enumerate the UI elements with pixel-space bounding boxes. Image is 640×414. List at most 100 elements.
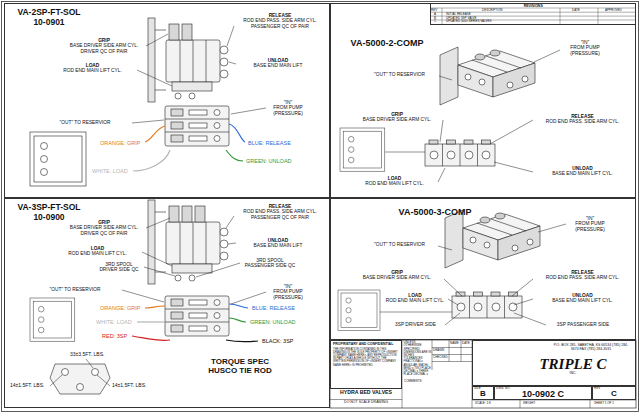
- node-title: VA-5000-3-COMP: [389, 207, 481, 217]
- leader-lines: [380, 224, 566, 325]
- label-slot: HUSCO TIE ROD: [192, 367, 288, 376]
- callout-text: BASE DRIVER SIDE ARM CYL. DRIVER QC OF P…: [64, 43, 144, 54]
- revision-cell-text: B: [434, 17, 436, 20]
- label-slot: FROM PUMP (PRESSURE): [562, 45, 608, 56]
- revision-cell-text: C: [434, 20, 436, 23]
- revision-cell-text: APPROVED: [605, 9, 622, 12]
- node-text: THE INFORMATION CONTAINED IN THIS DRAWIN…: [333, 348, 399, 367]
- revision-cell-text: DESCRIPTION: [482, 9, 503, 12]
- label-slot: UNLOAD: [238, 58, 318, 63]
- valve-bottom-view: [165, 106, 229, 146]
- label-slot: CHECKED: [433, 356, 448, 359]
- label-slot: "OUT" TO RESERVIOR: [40, 120, 130, 125]
- callout-heading: RELEASE: [236, 204, 324, 209]
- callout-text: "IN": [268, 100, 308, 105]
- mount-plate: [340, 128, 385, 171]
- node-title: VA-5000-2-COMP: [341, 38, 433, 48]
- torque-spec-heading: HUSCO TIE ROD: [192, 367, 288, 376]
- torque-value: 33±3.5FT. LBS.: [70, 352, 104, 358]
- label-slot: BASE END MAIN LIFT: [238, 243, 318, 248]
- callout-text: "OUT" TO RESERVIOR: [362, 72, 437, 77]
- callout-heading: RELEASE: [535, 114, 630, 119]
- callout-text: ROD END MAIN LIFT CYL.: [352, 181, 437, 186]
- size-cell: SIZEB: [472, 386, 494, 400]
- label-slot: ORANGE: GRIP: [100, 140, 140, 146]
- label-slot: DO NOT SCALE DRAWING: [332, 401, 400, 405]
- callout-heading: GRIP: [64, 38, 144, 43]
- third-coil: [195, 206, 205, 222]
- label-slot: "OUT" TO RESERVIOR: [362, 72, 437, 77]
- label-slot: WHITE: LOAD: [96, 319, 132, 325]
- label-slot: RELEASE: [236, 204, 324, 209]
- callout-text: ROD END PASS. SIDE ARM CYL.: [535, 275, 630, 280]
- label-slot: C: [434, 20, 436, 23]
- label-slot: GREEN: UNLOAD: [246, 158, 292, 164]
- label-slot: FROM PUMP (PRESSURE): [568, 221, 612, 232]
- title-block-text: WEIGHT:: [523, 402, 536, 405]
- view-panel: VA-2SP-FT-SOL 10-0901: [4, 3, 330, 198]
- label-slot: ROD END PASS. SIDE ARM CYL.: [535, 275, 630, 280]
- wire-color-label: RED: 3SP: [102, 333, 127, 339]
- title-block-frame: [330, 340, 636, 408]
- valve-front-view: [425, 140, 495, 166]
- callout-text: "OUT" TO RESERVIOR: [30, 287, 120, 292]
- label-slot: ROD END MAIN LIFT CYL.: [55, 251, 140, 256]
- node-text: INC.: [533, 372, 613, 376]
- proprietary-note: PROPRIETARY AND CONFIDENTIALTHE INFORMAT…: [330, 340, 402, 389]
- callout-text: 3RD SPOOL DRIVER SIDE QC: [96, 262, 142, 273]
- callout-heading: LOAD: [352, 176, 437, 181]
- node-title: REVISIONS: [431, 5, 635, 9]
- label-slot: GRIP: [352, 112, 442, 117]
- title-block-text: DATE: [462, 342, 470, 345]
- callout-text: FROM PUMP (PRESSURE): [568, 221, 612, 232]
- label-slot: SCALE: 1:8: [475, 402, 491, 405]
- revision-cell-text: UPDATED 3SP VALVE: [446, 17, 477, 20]
- label-slot: ORANGE: GRIP: [100, 305, 140, 311]
- blue-wire: [229, 304, 248, 308]
- node-text: 10-0902 C: [495, 390, 591, 399]
- label-slot: BASE DRIVER SIDE ARM CYL.: [352, 275, 442, 280]
- node-text: C: [593, 390, 635, 398]
- torque-value: 14±1.5FT. LBS.: [112, 383, 146, 389]
- callout-heading: UNLOAD: [238, 238, 318, 243]
- orange-wire: [145, 306, 165, 308]
- callout-heading: UNLOAD: [535, 166, 630, 171]
- label-slot: BLUE: RELEASE: [248, 140, 291, 146]
- label-slot: BASE DRIVER SIDE ARM CYL. DRIVER QC OF P…: [64, 225, 144, 236]
- title-block-text: SCALE: 1:8: [475, 402, 491, 405]
- label-slot: ROD END PASS. SIDE ARM CYL.: [535, 119, 630, 124]
- label-slot: INITIAL RELEASE: [446, 13, 471, 16]
- wire-color-label: GREEN: UNLOAD: [246, 158, 292, 164]
- revision-cell-text: INITIAL RELEASE: [446, 13, 471, 16]
- mount-plate: [30, 298, 75, 341]
- label-slot: 33±3.5FT. LBS.: [70, 352, 104, 358]
- label-slot: "IN": [268, 100, 308, 105]
- callout-heading: RELEASE: [535, 270, 630, 275]
- callout-text: ROD END MAIN LIFT CYL.: [384, 298, 446, 303]
- valve-iso-view: [445, 210, 540, 268]
- label-slot: LOAD: [352, 176, 437, 181]
- label-slot: LOAD: [50, 63, 135, 68]
- label-slot: GRIP: [64, 38, 144, 43]
- label-slot: DIMENSIONS ARE IN INCHES TOLERANCES: FRA…: [404, 351, 432, 376]
- torque-spec-heading: TORQUE SPEC: [192, 358, 288, 367]
- label-slot: BASE DRIVER SIDE ARM CYL.: [352, 117, 442, 122]
- orange-wire: [145, 126, 165, 142]
- label-slot: 3SP PASSENGER SIDE: [548, 322, 618, 327]
- callout-text: "OUT" TO RESERVIOR: [40, 120, 130, 125]
- revision-cell-text: UPDATED 5000 SERIES VALVES: [446, 20, 492, 23]
- black-wire: [226, 340, 258, 342]
- label-slot: ROD END MAIN LIFT CYL.: [352, 181, 437, 186]
- label-slot: WEIGHT:: [523, 402, 536, 405]
- label-slot: UNLOAD: [535, 293, 630, 298]
- callout-heading: LOAD: [50, 63, 135, 68]
- valve-iso-view: [440, 47, 535, 105]
- callout-text: BASE END MAIN LIFT: [238, 243, 318, 248]
- callout-text: "IN": [568, 216, 612, 221]
- callout-text: FROM PUMP (PRESSURE): [268, 105, 308, 116]
- title-block-note: DO NOT SCALE DRAWING: [332, 401, 400, 405]
- label-slot: BASE END MAIN LIFT: [238, 63, 318, 68]
- label-slot: UNLESS OTHERWISE SPECIFIED:: [404, 341, 432, 351]
- label-slot: RED: 3SP: [102, 333, 127, 339]
- label-slot: DRAWN: [433, 349, 444, 352]
